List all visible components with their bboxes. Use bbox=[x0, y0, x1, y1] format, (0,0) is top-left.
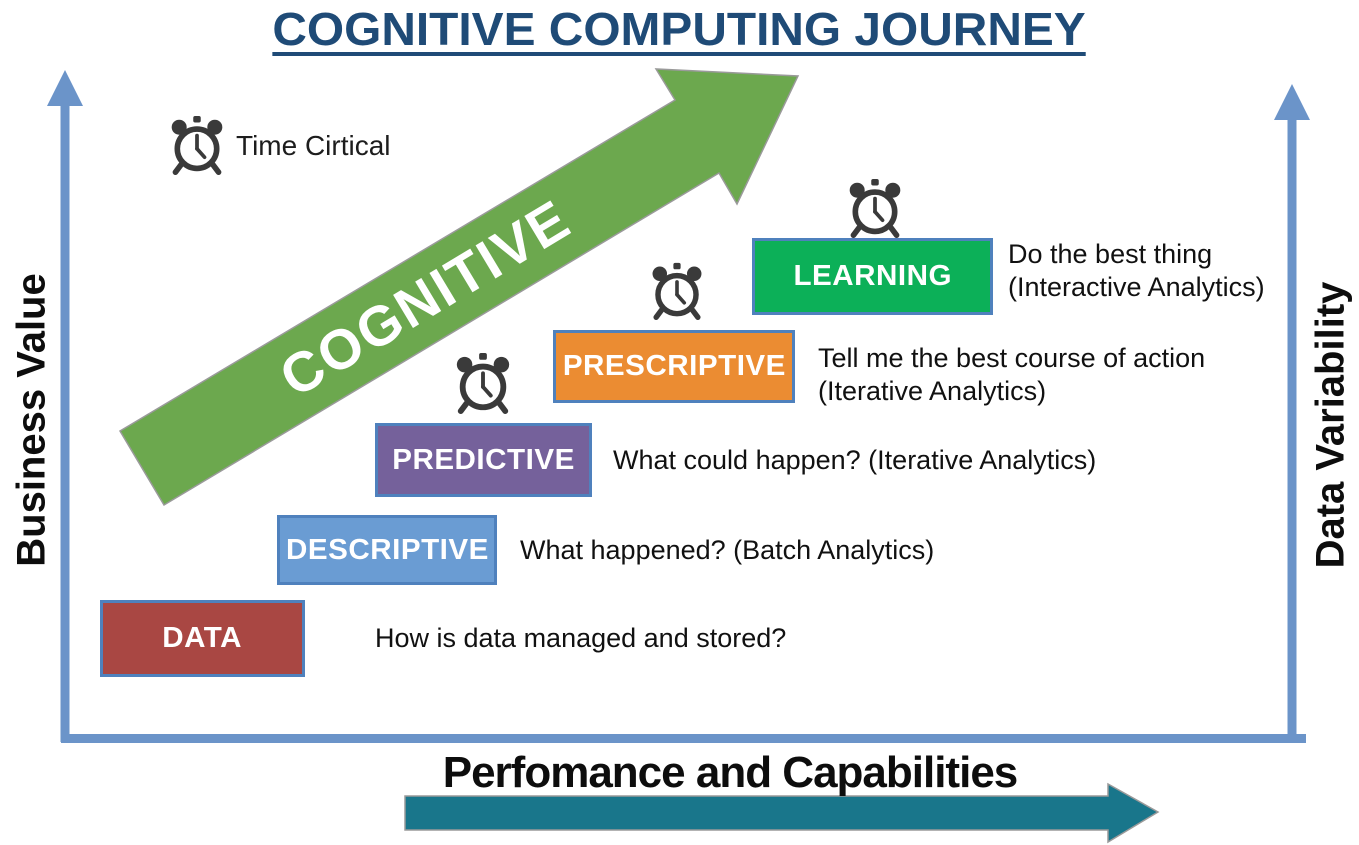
bottom-axis-label: Perfomance and Capabilities bbox=[442, 748, 1019, 797]
stage-desc-line: How is data managed and stored? bbox=[375, 623, 787, 653]
stage-desc-line: Do the best thing bbox=[1008, 239, 1213, 269]
stage-desc-predictive: What could happen? (Iterative Analytics) bbox=[613, 444, 1096, 477]
alarm-clock-icon bbox=[167, 115, 227, 175]
stage-desc-line: What could happen? (Iterative Analytics) bbox=[613, 445, 1097, 475]
stage-label-learning: LEARNING bbox=[793, 260, 952, 292]
left-axis-arrow bbox=[47, 70, 83, 742]
stage-box-prescriptive: PRESCRIPTIVE bbox=[553, 330, 795, 403]
stage-box-learning: LEARNING bbox=[752, 238, 993, 315]
time-critical-label: Time Cirtical bbox=[236, 130, 391, 161]
right-axis-label: Data Variability bbox=[1308, 281, 1353, 569]
alarm-clock-icon bbox=[845, 178, 905, 238]
page-title-text: COGNITIVE COMPUTING JOURNEY bbox=[272, 3, 1087, 55]
stage-desc-prescriptive: Tell me the best course of action (Itera… bbox=[818, 342, 1205, 408]
stage-box-descriptive: DESCRIPTIVE bbox=[277, 515, 497, 585]
stage-desc-data: How is data managed and stored? bbox=[375, 622, 786, 655]
performance-arrow bbox=[404, 782, 1160, 844]
stage-desc-line: (Interactive Analytics) bbox=[1008, 272, 1265, 302]
stage-desc-descriptive: What happened? (Batch Analytics) bbox=[520, 534, 934, 567]
stage-desc-line: (Iterative Analytics) bbox=[818, 376, 1047, 406]
stage-label-predictive: PREDICTIVE bbox=[392, 443, 575, 476]
stage-desc-line: What happened? (Batch Analytics) bbox=[520, 535, 935, 565]
stage-box-data: DATA bbox=[100, 600, 305, 677]
alarm-clock-icon bbox=[648, 262, 706, 320]
right-axis-arrow bbox=[1274, 84, 1310, 742]
stage-desc-learning: Do the best thing (Interactive Analytics… bbox=[1008, 238, 1265, 304]
stage-label-prescriptive: PRESCRIPTIVE bbox=[562, 350, 786, 382]
left-axis-label: Business Value bbox=[9, 273, 54, 567]
bottom-axis-line bbox=[61, 734, 1306, 743]
cognitive-arrow bbox=[118, 68, 800, 507]
stage-label-descriptive: DESCRIPTIVE bbox=[285, 533, 489, 566]
page-title: COGNITIVE COMPUTING JOURNEY bbox=[0, 2, 1359, 56]
stage-desc-line: Tell me the best course of action bbox=[818, 343, 1206, 373]
stage-label-data: DATA bbox=[162, 622, 243, 654]
alarm-clock-icon bbox=[452, 352, 514, 414]
stage-box-predictive: PREDICTIVE bbox=[375, 423, 592, 497]
